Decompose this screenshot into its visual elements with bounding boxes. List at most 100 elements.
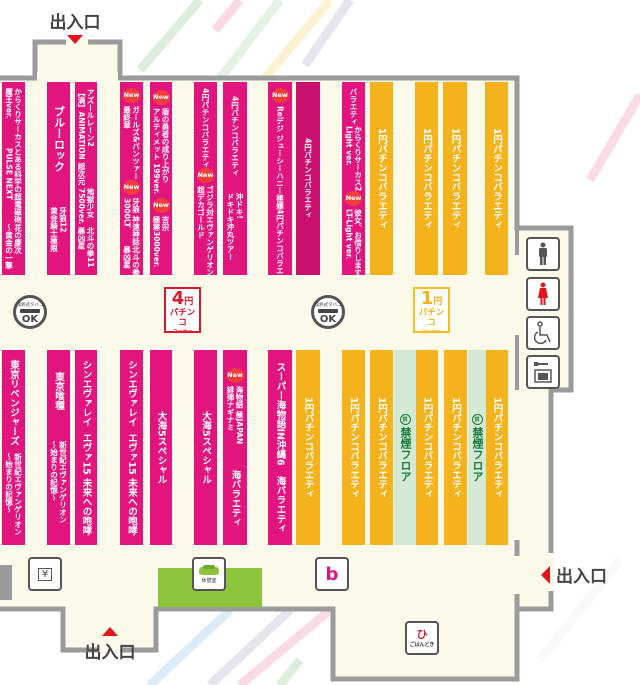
new-badge: New <box>152 89 170 105</box>
machine-name: 暴凶星 <box>77 227 86 250</box>
machine-name: 大海5スペシャル <box>200 410 211 485</box>
machine-group: 1円パチンコバラエティ <box>376 397 387 499</box>
machine-row[interactable]: 東京リベンジャーズ新世紀エヴァンゲリオン〜始まりの記憶〜 <box>2 350 25 545</box>
b-service-icon[interactable]: b <box>315 557 349 591</box>
machine-name: 東京リベンジャーズ <box>8 359 19 446</box>
entrance-top[interactable]: 出入口 <box>40 8 110 44</box>
locker-icon[interactable] <box>526 355 560 389</box>
machine-row[interactable]: 1円パチンコバラエティ <box>443 82 467 275</box>
machine-names: 新世紀エヴァンゲリオン〜始まりの記憶〜 <box>50 441 68 524</box>
corner-name: パチンコ <box>418 308 445 328</box>
machine-row[interactable]: 1円パチンコバラエティ <box>296 350 320 545</box>
machine-name: Light ver. <box>344 125 354 166</box>
machine-names: 1円パチンコバラエティ <box>492 397 503 499</box>
machine-name: 4円パチンコバラエティ <box>303 138 313 219</box>
machine-names: 東京喰種 <box>53 372 64 410</box>
machine-names: エヴァ15 未来への咆哮 <box>126 433 137 535</box>
machine-row[interactable]: 1円パチンコバラエティ <box>444 350 467 545</box>
machine-row[interactable]: 4円パチンコバラエティ沖ドキ!ドキドキ沖丸ツアー <box>223 82 247 275</box>
gohandoki-icon[interactable]: ひ ごはんどき <box>405 621 439 655</box>
machine-names: 吉宗極寒3000ver. <box>152 216 170 267</box>
machine-names: スーパー海物語IN沖縄6 <box>275 362 286 466</box>
entrance-arrow-icon <box>541 565 550 584</box>
entrance-bottom[interactable]: 出入口 <box>75 627 145 663</box>
machine-row[interactable]: 1円パチンコバラエティ <box>370 82 393 275</box>
machine-group: 北斗の拳暴凶星 <box>123 246 141 275</box>
machine-row[interactable]: 東京喰種新世紀エヴァンゲリオン〜始まりの記憶〜 <box>47 350 70 545</box>
machine-row[interactable]: シンエヴァレイエヴァ15 未来への咆哮 <box>120 350 143 545</box>
machine-group: 4円パチンコバラエティ <box>231 96 240 176</box>
machine-name: シンエヴァレイ <box>80 359 92 427</box>
no-smoking-floor-zone[interactable]: 禁禁煙フロア <box>394 350 416 545</box>
machine-name: 1円パチンコバラエティ <box>450 396 461 499</box>
machine-group: シンエヴァレイ <box>81 360 92 427</box>
corner-unit: 円 <box>433 297 443 307</box>
machine-row[interactable]: 1円パチンコバラエティ <box>416 350 438 545</box>
new-badge: New <box>197 168 214 184</box>
entrance-right[interactable]: 出入口 <box>541 562 607 587</box>
machine-name: 花の慶次 <box>13 223 23 254</box>
atm-symbol: ¥ <box>37 567 53 581</box>
no-smoking-floor-zone[interactable]: 禁禁煙フロア <box>468 350 486 545</box>
machine-name: 北斗の拳11 <box>86 227 95 268</box>
heated-tobacco-ok-sign: 加熱式タバコ OK <box>13 295 47 329</box>
machine-name: 海物語 極JAPAN <box>235 386 244 445</box>
machine-row[interactable]: 大海5スペシャル <box>194 350 217 545</box>
machine-group: 沖ドキ!ドキドキ沖丸ツアー <box>226 193 244 261</box>
corner-sub: コーナー <box>172 329 193 335</box>
womens-restroom-icon[interactable] <box>526 277 560 311</box>
accessible-restroom-icon[interactable] <box>526 316 560 350</box>
machine-row[interactable]: 1円パチンコバラエティ <box>486 350 508 545</box>
machine-names: 禁煙フロア <box>399 427 412 482</box>
sign-ok: OK <box>319 314 337 325</box>
machine-name: 〜始まりの記憶〜 <box>49 440 59 501</box>
machine-name: ゴジラ対エヴァンゲリオン2 <box>205 186 215 275</box>
machine-name: 東京喰種 <box>53 371 64 410</box>
machine-group: 大海5スペシャル <box>200 411 211 484</box>
machine-name: 1円パチンコバラエティ <box>491 396 503 499</box>
machine-row[interactable]: 1円パチンコバラエティ <box>342 350 365 545</box>
machine-name: 1円パチンコバラエティ <box>376 127 387 230</box>
machine-names: 1円パチンコバラエティ <box>491 128 502 230</box>
machine-name: 1円パチンコバラエティ <box>421 127 432 230</box>
machine-names: 1円パチンコバラエティ <box>348 397 359 499</box>
machine-row[interactable]: 大海5スペシャル <box>150 350 172 545</box>
mens-restroom-icon[interactable] <box>526 237 560 271</box>
gohandoki-logo: ひ <box>416 627 428 641</box>
machine-group: 1円パチンコバラエティ <box>303 397 314 499</box>
new-badge: New <box>226 368 244 384</box>
machine-group: 花の慶次〜黄金の一撃 <box>5 224 23 269</box>
machine-name: ブルーロック <box>52 105 66 172</box>
rest-room-icon[interactable]: 休憩室 <box>192 557 226 591</box>
atm-icon[interactable]: ¥ <box>28 557 62 591</box>
machine-group: 1円パチンコバラエティ <box>450 397 461 499</box>
sign-text: 加熱式タバコ <box>314 303 342 308</box>
machine-name: 暴凶星 <box>122 245 132 269</box>
machine-row[interactable]: 1円パチンコバラエティ <box>415 82 438 275</box>
machine-name: 海バラエティ <box>229 469 241 527</box>
machine-row[interactable]: 1円パチンコバラエティ <box>370 350 393 545</box>
machine-row[interactable]: 4円パチンコバラエティ <box>296 82 320 275</box>
machine-row[interactable]: 1円パチンコバラエティ <box>485 82 508 275</box>
machine-names: 沖ドキ!ドキドキ沖丸ツアー <box>226 193 244 261</box>
machine-row[interactable]: シンエヴァレイエヴァ15 未来への咆哮 <box>75 350 97 545</box>
machine-names: 北斗の拳暴凶星 <box>123 246 141 275</box>
machine-name: シンエヴァレイ <box>126 359 137 427</box>
machine-names: 1円パチンコバラエティ <box>303 397 314 499</box>
entrance-arrow-icon <box>102 627 118 636</box>
